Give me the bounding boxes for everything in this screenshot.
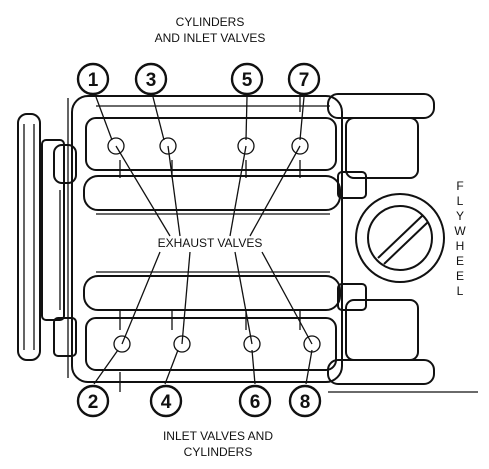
bottom-cylinder-leaders (93, 349, 313, 385)
flywheel-letter: E (456, 269, 464, 283)
cylinder-badge-5: 5 (230, 62, 264, 96)
top-caption-line2: AND INLET VALVES (155, 31, 266, 45)
radiator-drawing (17, 113, 77, 361)
cylinder-number-3: 3 (146, 70, 157, 91)
bottom-caption-line2: CYLINDERS (184, 445, 253, 459)
cylinder-number-2: 2 (88, 392, 99, 413)
cylinder-badge-6: 6 (238, 384, 272, 418)
flywheel-letter: E (456, 254, 464, 268)
bottom-caption-line1: INLET VALVES AND (163, 429, 273, 443)
cylinder-badge-1: 1 (76, 62, 110, 96)
cylinder-number-1: 1 (88, 70, 99, 91)
cylinder-number-7: 7 (299, 70, 310, 91)
flywheel-letter: W (454, 224, 466, 238)
flywheel-letter: L (457, 284, 464, 298)
engine-block-drawing (67, 92, 367, 392)
flywheel-letter: Y (456, 209, 464, 223)
top-cylinder-leaders (95, 96, 305, 141)
flywheel-letter: H (456, 239, 465, 253)
cylinder-number-8: 8 (300, 392, 311, 413)
cylinder-badge-7: 7 (287, 62, 321, 96)
cylinder-badge-4: 4 (149, 384, 183, 418)
flywheel-letter: L (457, 194, 464, 208)
cylinder-badge-8: 8 (288, 384, 322, 418)
cylinder-badge-3: 3 (134, 62, 168, 96)
flywheel-label: F L Y W H E E L (454, 179, 466, 298)
cylinder-number-6: 6 (250, 392, 261, 413)
exhaust-leader-lines (115, 145, 313, 345)
middle-caption: EXHAUST VALVES (158, 236, 263, 250)
cylinder-number-5: 5 (242, 70, 253, 91)
flywheel-drawing (327, 93, 478, 393)
cylinder-badge-2: 2 (76, 384, 110, 418)
cylinder-number-4: 4 (161, 392, 172, 413)
top-caption-line1: CYLINDERS (176, 15, 245, 29)
flywheel-letter: F (456, 179, 463, 193)
